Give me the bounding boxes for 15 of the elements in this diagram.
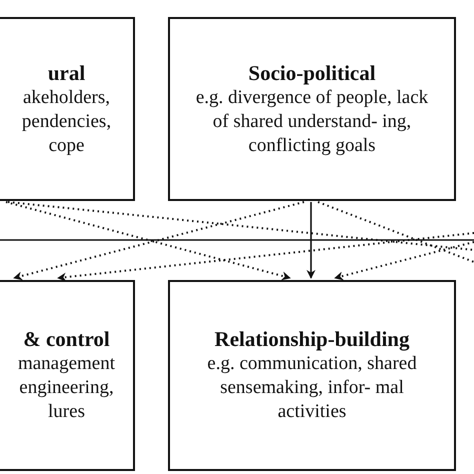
dotted-arrow [334, 241, 474, 280]
category-box [168, 280, 456, 471]
arrow [306, 202, 316, 279]
box-description: e.g. communication, shared sensemaking, infor- mal activities [206, 352, 418, 424]
box-description: management engineering, lures [16, 352, 116, 424]
category-box [0, 17, 135, 201]
category-box [0, 280, 135, 471]
category-box [168, 17, 456, 201]
box-heading: & control [23, 327, 110, 352]
box-description: e.g. divergence of people, lack of shared understand- ing, conflicting goals [194, 86, 430, 158]
box-heading: ural [48, 60, 86, 86]
dotted-arrow [57, 232, 474, 282]
box-description: akeholders, pendencies, cope [20, 86, 112, 158]
box-heading: Socio-political [248, 60, 376, 86]
box-heading: Relationship-building [214, 327, 410, 352]
